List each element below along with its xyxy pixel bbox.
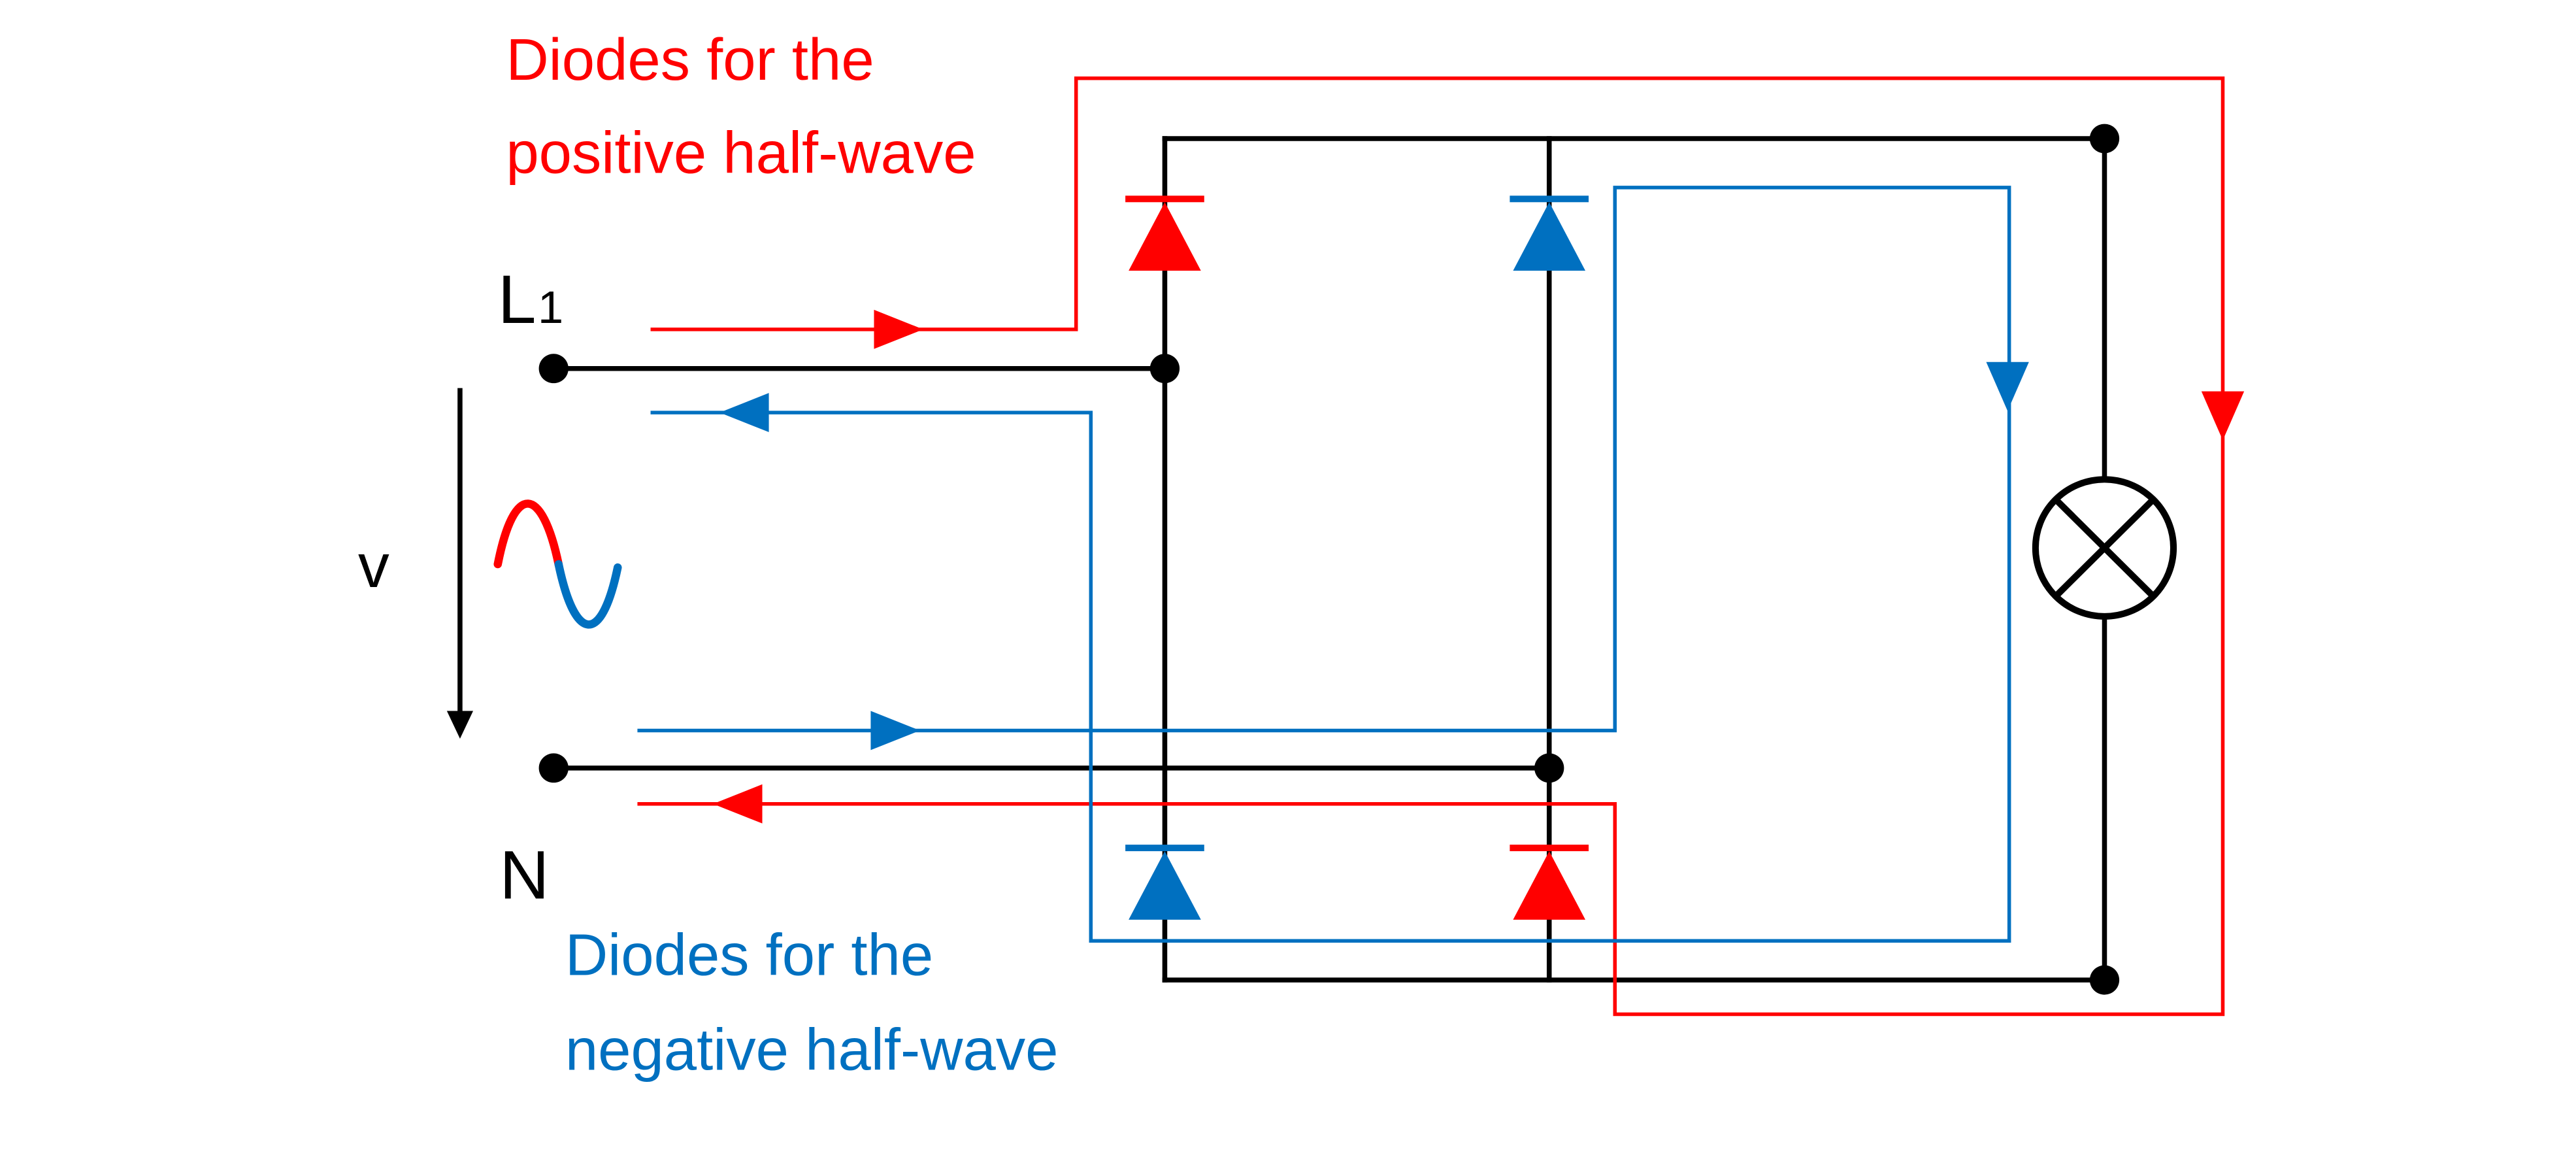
negative-current-arrows [719,362,2029,750]
voltage-arrow [446,388,474,739]
positive-label-line2: positive half-wave [506,120,976,186]
junction-dot [1149,354,1180,384]
arrow-down-icon [2201,391,2245,441]
negative-label-line2: negative half-wave [565,1017,1059,1083]
negative-current-path [637,186,2011,943]
negative-label-line1: Diodes for the [565,922,933,988]
arrow-right-icon [870,711,920,750]
junction-dot [2089,124,2120,154]
sine-wave-icon [493,499,622,629]
positive-current-arrows [713,309,2245,824]
terminal-l1-dot [538,354,569,384]
terminal-n-dot [538,753,569,783]
arrow-left-icon [719,393,769,433]
lamp-icon [2032,476,2177,620]
sine-positive-half [493,499,563,569]
diode-negative-top [1510,195,1589,271]
positive-label-line1: Diodes for the [506,27,874,93]
diode-positive-bottom [1510,845,1589,920]
arrow-right-icon [874,309,923,349]
arrow-down-icon [1986,362,2029,411]
terminal-n-label: N [499,837,549,914]
arrow-left-icon [713,784,763,824]
junctions [538,124,2120,995]
diode-positive-top [1125,195,1204,271]
positive-current-path [637,76,2225,1017]
junction-dot [2089,965,2120,995]
voltage-label: v [358,531,389,601]
diode-negative-bottom [1125,845,1204,920]
terminal-l1-label: L1 [498,261,563,338]
circuit-wiring [551,136,2107,983]
junction-dot [1534,753,1564,783]
sine-negative-half [554,560,622,629]
